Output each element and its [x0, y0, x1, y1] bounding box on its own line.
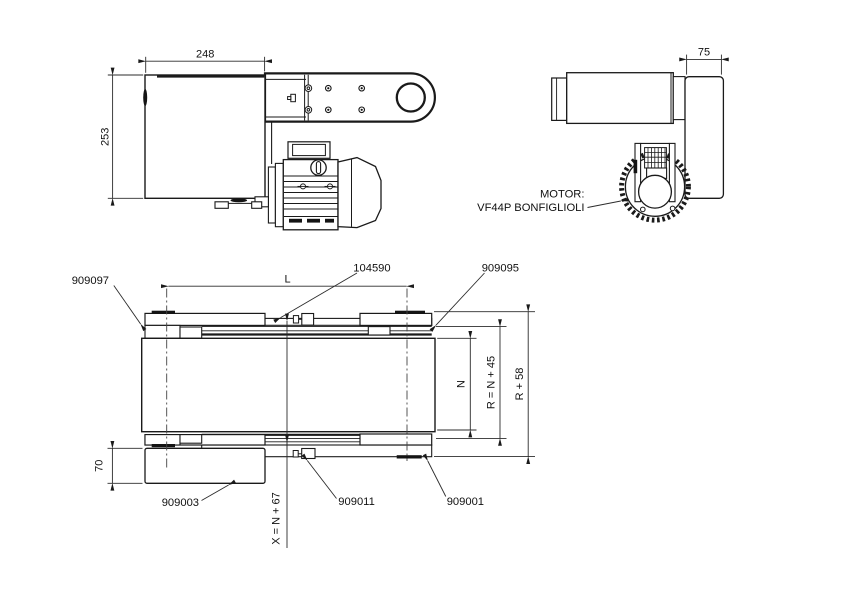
- dim-248-label: 248: [196, 49, 214, 61]
- dimension-75: 75: [679, 47, 729, 75]
- dimension-70: 70: [93, 440, 143, 491]
- dim-R-label: R = N + 45: [486, 356, 498, 409]
- gearmotor-side: [282, 141, 382, 231]
- part-909003-label: 909003: [162, 497, 199, 509]
- dimension-R58: R + 58: [434, 304, 535, 464]
- plan-view: L 104590 909095 909097 N R = N +: [72, 263, 535, 548]
- bearing-bracket-top-left: [144, 312, 266, 326]
- motor-body: [282, 158, 339, 231]
- gearmotor-end: [619, 142, 691, 223]
- part-909011-label: 909011: [338, 496, 375, 508]
- fan-cover: [337, 156, 382, 229]
- grease-nipple: [290, 93, 296, 103]
- dimension-N: N: [437, 330, 477, 438]
- dim-70-label: 70: [93, 460, 105, 472]
- bearing-bracket-bottom-right: [359, 433, 433, 446]
- dimension-253: 253: [100, 67, 144, 206]
- side-plate: [684, 76, 725, 199]
- tension-fitting-top: [301, 312, 315, 326]
- callout-909011: 909011: [301, 453, 375, 508]
- part-909095-label: 909095: [482, 263, 519, 275]
- roller-shaft-end: [551, 77, 568, 122]
- dimension-248: 248: [138, 49, 272, 73]
- dim-R58-label: R + 58: [514, 368, 526, 401]
- side-view: 248 253: [100, 49, 436, 231]
- dim-N-label: N: [456, 380, 468, 388]
- bearing-bracket-top-right: [359, 312, 433, 326]
- motor-label-line1: MOTOR:: [540, 188, 585, 200]
- motor-label-line2: VF44P BONFIGLIOLI: [477, 202, 584, 214]
- callout-909001: 909001: [422, 453, 484, 508]
- motor-box-plan: [144, 447, 266, 484]
- drive-housing: [144, 74, 266, 200]
- pivot-bore: [395, 82, 426, 113]
- callout-909003: 909003: [162, 479, 236, 509]
- part-909097-label: 909097: [72, 275, 109, 287]
- motor-callout: MOTOR: VF44P BONFIGLIOLI: [477, 188, 629, 214]
- callout-909097: 909097: [72, 275, 147, 332]
- part-909001-label: 909001: [447, 496, 484, 508]
- callout-104590: 104590: [273, 263, 391, 323]
- dim-L-label: L: [284, 274, 290, 286]
- dim-253-label: 253: [100, 128, 112, 146]
- dimension-R: R = N + 45: [436, 319, 507, 446]
- end-view: 75 MOTOR: VF44P BONFIGLIOLI: [477, 47, 729, 223]
- dim-75-label: 75: [698, 47, 710, 59]
- dimension-X: X = N + 67: [271, 313, 289, 548]
- dimension-L: L: [161, 274, 414, 289]
- part-104590-label: 104590: [353, 263, 390, 275]
- conveyor-belt: [140, 337, 436, 433]
- tension-fitting-bottom: [301, 447, 316, 460]
- roller-body: [566, 72, 674, 125]
- callout-909095: 909095: [429, 263, 519, 332]
- dim-X-label: X = N + 67: [271, 492, 283, 545]
